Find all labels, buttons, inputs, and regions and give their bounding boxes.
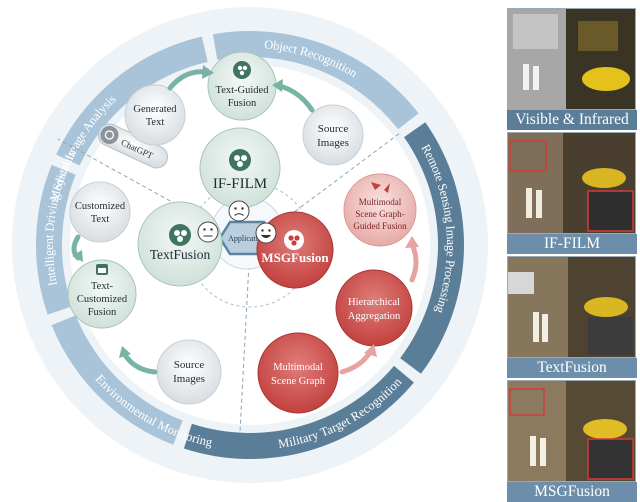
multimodal-scene-graph-node [257, 332, 339, 414]
textfusion-title: TextFusion [150, 247, 211, 262]
application-ring [35, 31, 464, 459]
arrow-source-to-fusion [277, 83, 315, 113]
iffilm-scene [508, 133, 635, 233]
textfusion-source-images-line-1: Source [174, 359, 205, 371]
ring-segment-object [212, 31, 419, 130]
msgfusion-icon [284, 230, 304, 250]
textfusion-source-images-line-2: Images [173, 373, 205, 385]
panel-msgfusion [507, 380, 636, 482]
text-customized-fusion-line-3: Fusion [88, 307, 117, 318]
generated-text-line-2: Text [146, 117, 165, 128]
ring-segment-medical [56, 36, 208, 166]
multimodal-scene-graph-line-1: Multimodal [273, 362, 323, 373]
visible-infrared-scene [508, 9, 635, 109]
iffilm-source-images-line-1: Source [318, 123, 349, 135]
msgfusion-title: MSGFusion [261, 250, 329, 265]
textfusion-source-images-node [156, 339, 222, 405]
iffilm-emoji-sad-icon [228, 200, 250, 222]
customized-text-line-2: Text [91, 214, 110, 225]
scene-graph-fusion-line-2: Scene Graph- [355, 209, 404, 219]
iffilm-node: IF-FILM [199, 127, 281, 222]
hierarchical-aggregation-line-2: Aggregation [348, 311, 401, 322]
panel-label-textfusion: TextFusion [507, 358, 637, 378]
textfusion-node: TextFusion [137, 201, 223, 287]
panel-label-msgfusion: MSGFusion [507, 482, 637, 502]
scene-graph-fusion-node [343, 173, 417, 247]
panel-textfusion [507, 256, 636, 358]
ring-segment-military [183, 365, 414, 459]
text-guided-fusion-line-2: Fusion [228, 98, 257, 109]
scene-graph-fusion-line-1: Multimodal [359, 197, 402, 207]
multimodal-scene-graph-line-2: Scene Graph [271, 376, 326, 387]
textfusion-icon [169, 224, 191, 246]
text-guided-fusion-line-1: Text-Guided [216, 85, 270, 96]
iffilm-source-images-node [302, 104, 364, 166]
comparison-panels: Visible & Infrared IF-FILM TextFusion [507, 8, 637, 502]
ring-segment-environmental [51, 315, 183, 445]
textfusion-flow: Customized Text Text- Customized Fusion … [67, 181, 222, 405]
scene-graph-fusion-icon [371, 182, 381, 190]
application-diagram: Medical Image Analysis Object Recognitio… [12, 7, 488, 483]
msgfusion-scene [508, 381, 635, 481]
panel-visible-infrared [507, 8, 636, 110]
msgfusion-node: MSGFusion [255, 211, 334, 289]
customized-text-node [69, 181, 131, 243]
generated-text-line-1: Generated [133, 104, 177, 115]
ring-segment-driving [35, 164, 76, 315]
iffilm-source-images-line-2: Images [317, 137, 349, 149]
customized-text-line-1: Customized [75, 201, 126, 212]
panel-label-visible-infrared: Visible & Infrared [507, 110, 637, 130]
text-customized-fusion-line-1: Text- [91, 281, 114, 292]
chatgpt-pill: ChatGPT [97, 123, 169, 169]
textfusion-scene [508, 257, 635, 357]
text-customized-fusion-node [67, 259, 137, 329]
msgfusion-flow: Multimodal Scene Graph- Guided Fusion Hi… [257, 173, 419, 414]
panel-iffilm [507, 132, 636, 234]
text-guided-fusion-icon [233, 61, 251, 79]
iffilm-flow: ChatGPT Generated Text Text-Guided Fusio… [97, 51, 364, 169]
arrow-generated-to-fusion [167, 69, 208, 91]
textfusion-emoji-neutral-icon [197, 221, 219, 243]
generated-text-node [124, 84, 186, 146]
chatgpt-icon [100, 126, 119, 145]
iffilm-title: IF-FILM [213, 176, 267, 192]
scene-graph-fusion-line-3: Guided Fusion [353, 221, 407, 231]
application-label: Application [228, 234, 266, 243]
hierarchical-aggregation-node [335, 269, 413, 347]
iffilm-icon [229, 149, 251, 171]
text-customized-fusion-line-2: Customized [77, 294, 128, 305]
msgfusion-emoji-happy-icon [255, 222, 277, 244]
ring-segment-remote [400, 122, 464, 374]
hierarchical-aggregation-line-1: Hierarchical [348, 297, 400, 308]
arrow-source-to-text-fusion [122, 352, 158, 375]
panel-label-iffilm: IF-FILM [507, 234, 637, 254]
